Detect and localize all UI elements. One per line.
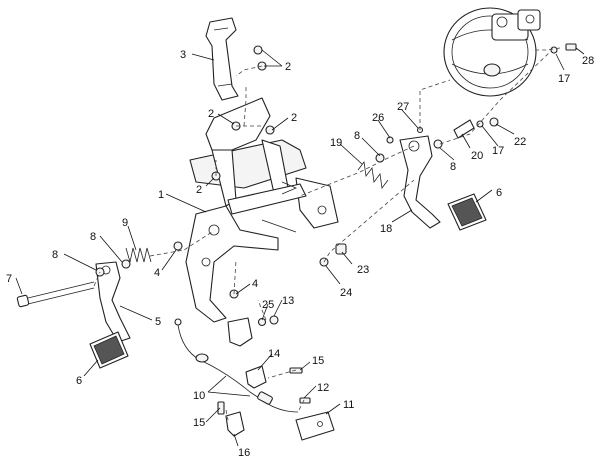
callout-8-right: 8 [450, 161, 456, 173]
callout-9: 9 [122, 217, 128, 229]
callout-2-lower: 2 [196, 184, 202, 196]
clutch-pedal [89, 261, 131, 369]
callout-4-left: 4 [154, 267, 160, 279]
callout-22: 22 [514, 136, 526, 148]
fasteners [95, 43, 577, 415]
return-spring-clutch [125, 247, 152, 263]
cable-bracket [295, 411, 335, 441]
callout-5: 5 [155, 316, 161, 328]
pedal-support-bracket [185, 97, 339, 323]
callout-1: 1 [158, 189, 164, 201]
callout-4-right: 4 [252, 278, 258, 290]
cable-clip-upper [245, 365, 267, 389]
callout-17-lower: 17 [492, 145, 504, 157]
callout-15-right: 15 [312, 355, 324, 367]
callout-6-left: 6 [76, 375, 82, 387]
callout-20: 20 [471, 150, 483, 162]
pivot-bolt [16, 281, 95, 308]
callout-24: 24 [340, 287, 352, 299]
callout-11: 11 [343, 399, 354, 411]
callout-26: 26 [372, 112, 384, 124]
callout-23: 23 [357, 264, 369, 276]
clutch-cable [174, 318, 299, 413]
callout-8-middle: 8 [90, 231, 96, 243]
upper-bracket [205, 17, 239, 101]
callout-28: 28 [582, 55, 594, 67]
brake-pedal [399, 135, 487, 231]
callout-2-top: 2 [285, 61, 291, 73]
alignment-lines [93, 47, 561, 421]
callout-17-upper: 17 [558, 73, 570, 85]
return-spring-brake [357, 160, 389, 190]
callout-16: 16 [238, 447, 250, 459]
callout-13: 13 [282, 295, 294, 307]
callout-8-upper: 8 [354, 130, 360, 142]
callout-12: 12 [317, 382, 329, 394]
callout-10: 10 [193, 390, 205, 402]
callout-2-right: 2 [291, 112, 297, 124]
callout-18: 18 [380, 223, 392, 235]
callout-25: 25 [262, 299, 274, 311]
callout-14: 14 [268, 348, 280, 360]
callout-8-left: 8 [52, 249, 58, 261]
callout-labels: 3 2 2 2 2 1 4 4 7 8 8 9 5 6 10 11 12 13 … [6, 49, 594, 459]
switch-housing [227, 317, 253, 347]
callout-6-right: 6 [496, 187, 502, 199]
leader-lines [15, 47, 585, 447]
callout-27: 27 [397, 101, 409, 113]
callout-2-left: 2 [208, 108, 214, 120]
cable-clip-lower [225, 411, 245, 437]
callout-15-left: 15 [193, 417, 205, 429]
callout-19: 19 [330, 137, 342, 149]
callout-7: 7 [6, 273, 12, 285]
callout-3: 3 [180, 49, 186, 61]
brake-booster [443, 7, 541, 97]
